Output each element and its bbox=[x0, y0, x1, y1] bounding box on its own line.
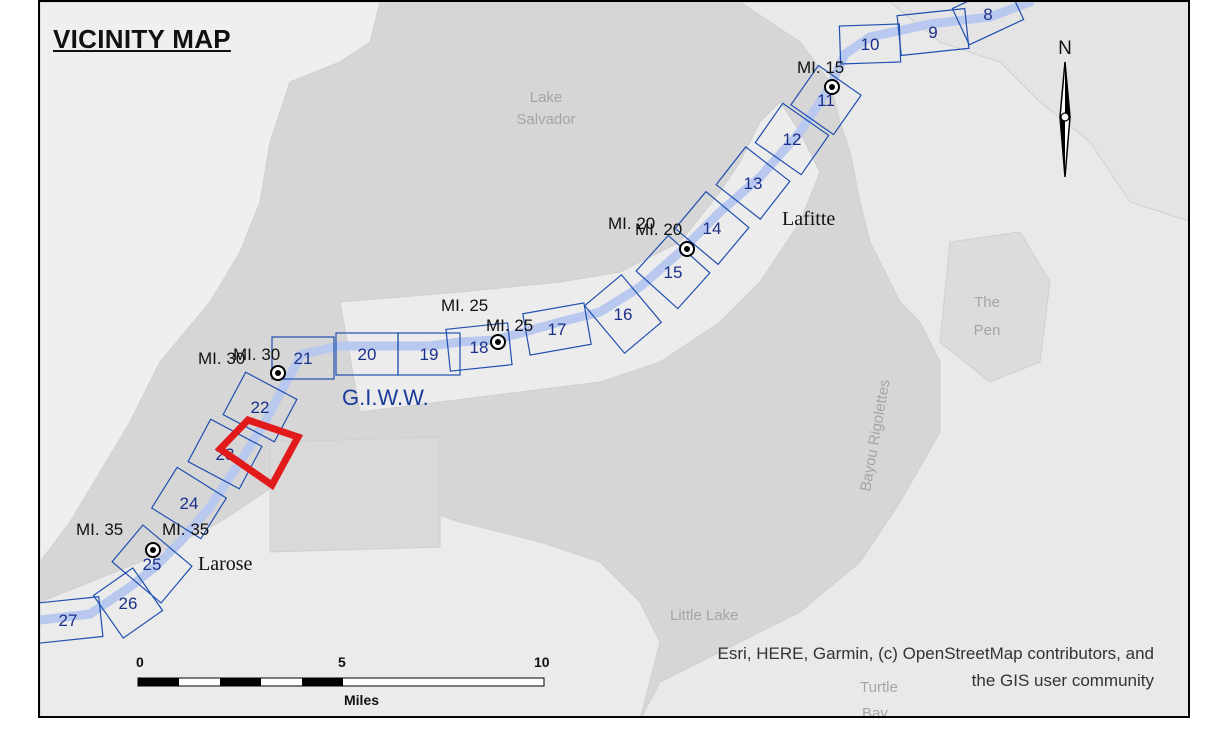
mile-label-20b: MI. 20 bbox=[635, 220, 682, 239]
mile-label-35b: MI. 35 bbox=[162, 520, 209, 539]
channel-label-giww: G.I.W.W. bbox=[342, 385, 429, 410]
attribution-line-1: Esri, HERE, Garmin, (c) OpenStreetMap co… bbox=[717, 644, 1155, 663]
place-label-larose: Larose bbox=[198, 553, 253, 575]
sheet-polygon-22 bbox=[222, 371, 298, 443]
mile-label-15: MI. 15 bbox=[797, 58, 844, 77]
attribution-line-2: the GIS user community bbox=[971, 671, 1154, 690]
scale-tick-10: 10 bbox=[534, 654, 550, 670]
label-bay: Bay bbox=[862, 705, 888, 718]
sheet-label-19: 19 bbox=[420, 345, 439, 364]
scale-bar bbox=[137, 677, 545, 687]
sheet-polygon-20 bbox=[335, 332, 399, 376]
mile-label-30b: MI. 30 bbox=[233, 345, 280, 364]
sheet-polygon-10 bbox=[838, 23, 902, 65]
sheet-label-27: 27 bbox=[59, 611, 78, 630]
sheet-label-12: 12 bbox=[783, 130, 802, 149]
mile-marker-15 bbox=[824, 79, 840, 95]
sheet-polygon-16 bbox=[583, 273, 663, 355]
label-lake-salvador-1: Lake bbox=[530, 89, 563, 106]
mile-label-30a: MI. 30 bbox=[198, 349, 245, 368]
vicinity-map: Lake Salvador The Pen Bayou Rigolettes L… bbox=[38, 0, 1190, 718]
scale-tick-0: 0 bbox=[136, 654, 144, 670]
sheet-label-20: 20 bbox=[358, 345, 377, 364]
label-bayou-rigolettes: Bayou Rigolettes bbox=[857, 378, 893, 493]
map-canvas: Lake Salvador The Pen Bayou Rigolettes L… bbox=[40, 2, 1188, 718]
label-the-pen-1: The bbox=[974, 294, 1000, 311]
mile-marker-35 bbox=[145, 542, 161, 558]
sheet-polygon-14 bbox=[674, 190, 750, 266]
sheet-polygon-26 bbox=[92, 567, 164, 639]
label-the-pen-2: Pen bbox=[974, 322, 1001, 339]
mile-label-25b: MI. 25 bbox=[486, 316, 533, 335]
sheet-label-9: 9 bbox=[928, 23, 937, 42]
label-little-lake: Little Lake bbox=[670, 607, 738, 624]
mile-label-25a: MI. 25 bbox=[441, 296, 488, 315]
mile-marker-30 bbox=[270, 365, 286, 381]
sheet-polygon-13 bbox=[715, 146, 791, 220]
sheet-label-26: 26 bbox=[119, 594, 138, 613]
mile-marker-25 bbox=[490, 334, 506, 350]
sheet-label-13: 13 bbox=[744, 174, 763, 193]
sheet-polygon-18 bbox=[445, 322, 513, 372]
sheet-polygon-8 bbox=[951, 2, 1025, 46]
mile-marker-labels: MI. 15 MI. 20 MI. 20 MI. 25 MI. 25 MI. 3… bbox=[76, 58, 844, 539]
sheet-label-15: 15 bbox=[664, 263, 683, 282]
map-title: VICINITY MAP bbox=[53, 24, 231, 54]
sheet-label-14: 14 bbox=[703, 219, 722, 238]
sheet-polygon-25 bbox=[111, 524, 193, 604]
sheet-polygon-27 bbox=[40, 596, 104, 644]
mile-marker-points bbox=[145, 79, 840, 558]
basemap-land bbox=[40, 2, 1188, 716]
sheet-label-10: 10 bbox=[861, 35, 880, 54]
sheet-label-8: 8 bbox=[983, 5, 992, 24]
mile-label-35a: MI. 35 bbox=[76, 520, 123, 539]
mile-label-20a: MI. 20 bbox=[608, 214, 655, 233]
sheet-label-25: 25 bbox=[143, 555, 162, 574]
label-lake-salvador-2: Salvador bbox=[516, 111, 575, 128]
sheet-polygon-17 bbox=[522, 302, 592, 356]
north-label: N bbox=[1058, 38, 1072, 59]
sheet-polygon-21 bbox=[271, 336, 335, 380]
sheet-label-11: 11 bbox=[817, 91, 835, 110]
sheet-index-grid bbox=[40, 2, 1025, 644]
scale-tick-5: 5 bbox=[338, 654, 346, 670]
sheet-polygon-24 bbox=[150, 466, 228, 540]
scale-unit-label: Miles bbox=[344, 692, 380, 708]
sheet-label-16: 16 bbox=[614, 305, 633, 324]
north-arrow-icon: N bbox=[1058, 38, 1072, 178]
mile-marker-20 bbox=[679, 241, 695, 257]
sheet-label-24: 24 bbox=[180, 494, 199, 513]
sheet-label-17: 17 bbox=[548, 320, 567, 339]
sheet-polygon-12 bbox=[754, 102, 830, 176]
sheet-polygon-11 bbox=[790, 64, 862, 136]
sheet-label-18: 18 bbox=[470, 338, 489, 357]
place-label-lafitte: Lafitte bbox=[782, 208, 835, 230]
label-turtle: Turtle bbox=[860, 679, 898, 696]
highlighted-sheet-23 bbox=[214, 415, 304, 491]
sheet-label-21: 21 bbox=[294, 349, 313, 368]
sheet-label-22: 22 bbox=[251, 398, 270, 417]
